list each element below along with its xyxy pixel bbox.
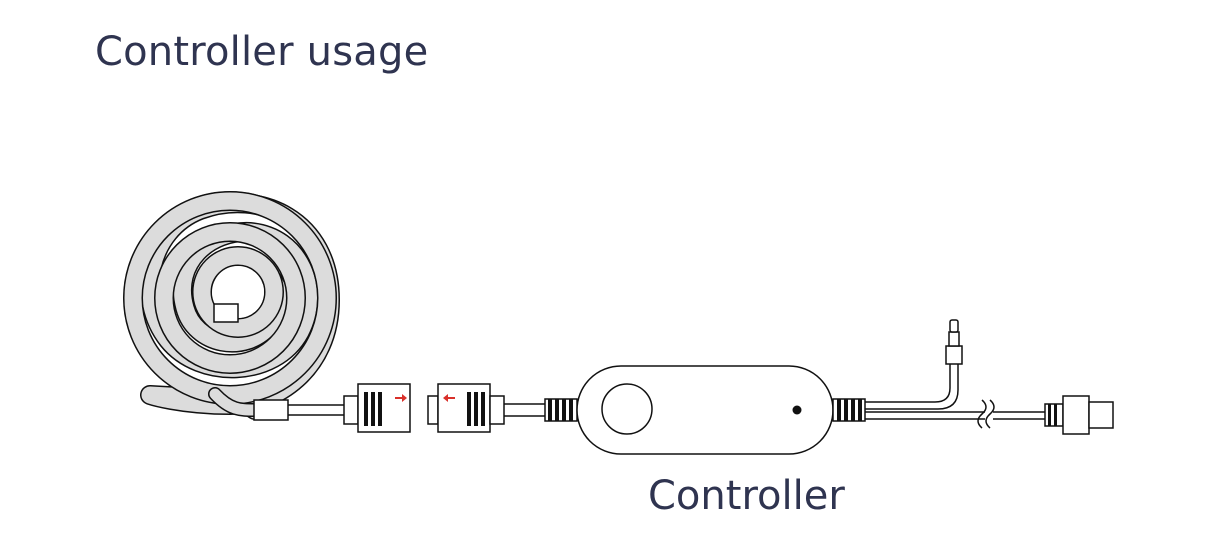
controller-output-cables — [832, 319, 1114, 435]
usb-plug — [1044, 395, 1114, 435]
page-title: Controller usage — [95, 29, 429, 75]
controller-button — [601, 383, 653, 435]
controller-body — [576, 365, 834, 455]
led-strip-coil — [123, 191, 340, 420]
controller-input-connector — [427, 383, 578, 433]
controller-label: Controller — [648, 473, 845, 519]
arrow-left-icon — [443, 394, 455, 402]
indicator-light — [792, 405, 802, 415]
arrow-right-icon — [395, 394, 407, 402]
strip-connector — [253, 383, 411, 433]
strip-end-cap — [213, 303, 239, 323]
